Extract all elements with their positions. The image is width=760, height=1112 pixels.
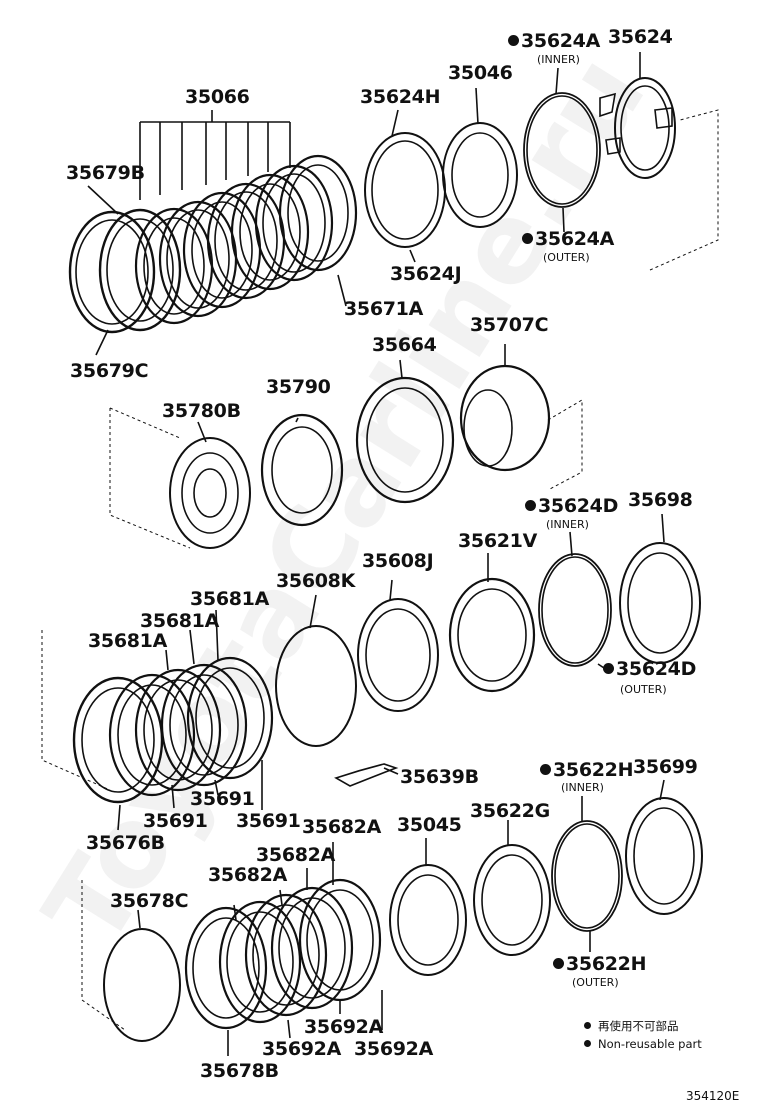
part-label-35624[interactable]: 35624 (608, 26, 673, 48)
drum-35621v-drawing (448, 553, 536, 693)
o-ring-35624d-drawing (538, 531, 612, 673)
part-label-text: 35622H (553, 759, 634, 781)
part-label-35691[interactable]: 35691 (190, 788, 255, 810)
part-label-35066[interactable]: 35066 (185, 86, 250, 108)
one-way-clutch-35790-drawing (260, 413, 344, 527)
part-label-35679c[interactable]: 35679C (70, 360, 149, 382)
non-reusable-dot-icon (584, 1022, 591, 1029)
non-reusable-dot-icon (603, 663, 614, 674)
part-label-text: 35624D (538, 495, 619, 517)
part-label-35622h-inner[interactable]: 35622H (540, 759, 634, 781)
part-label-35046[interactable]: 35046 (448, 62, 513, 84)
part-label-35639b[interactable]: 35639B (400, 766, 479, 788)
snap-ring-35678c-drawing (103, 909, 181, 1042)
part-label-35692a[interactable]: 35692A (262, 1038, 342, 1060)
legend-japanese: 再使用不可部品 (584, 1019, 679, 1033)
part-label-35621v[interactable]: 35621V (458, 530, 538, 552)
snap-ring-35608k-drawing (275, 594, 357, 747)
part-label-35624h[interactable]: 35624H (360, 86, 441, 108)
part-label-35790[interactable]: 35790 (266, 376, 331, 398)
part-label-35691[interactable]: 35691 (143, 810, 208, 832)
part-label-text: 35622H (566, 953, 647, 975)
legend-english-text: Non-reusable part (598, 1037, 702, 1051)
part-label-35622h-outer[interactable]: 35622H (553, 953, 647, 975)
outer-race-35664-drawing (355, 359, 455, 504)
flange-35707c-drawing (459, 344, 583, 491)
part-label-35707c[interactable]: 35707C (470, 314, 549, 336)
inner-note: (INNER) (561, 781, 604, 794)
part-label-35682a[interactable]: 35682A (208, 864, 288, 886)
part-label-35624j[interactable]: 35624J (390, 263, 462, 285)
part-label-35045[interactable]: 35045 (397, 814, 462, 836)
part-label-35608j[interactable]: 35608J (362, 550, 434, 572)
part-label-35682a[interactable]: 35682A (302, 816, 382, 838)
o-ring-35624a-drawing (523, 67, 601, 233)
piston-35622g-drawing (473, 820, 551, 956)
part-label-35681a[interactable]: 35681A (190, 588, 270, 610)
clutch-pack-35066-drawing (68, 110, 358, 356)
spring-35639b-drawing (334, 763, 399, 787)
non-reusable-dot-icon (584, 1040, 591, 1047)
part-label-35676b[interactable]: 35676B (86, 832, 165, 854)
part-label-35682a[interactable]: 35682A (256, 844, 336, 866)
part-label-35664[interactable]: 35664 (372, 334, 437, 356)
legend-english: Non-reusable part (584, 1037, 702, 1051)
part-label-text: 35624D (616, 658, 697, 680)
part-label-35622g[interactable]: 35622G (470, 800, 550, 822)
bearing-35780b-drawing (109, 407, 251, 549)
part-label-35624d-inner[interactable]: 35624D (525, 497, 618, 516)
part-label-35681a[interactable]: 35681A (88, 630, 168, 652)
piston-35624-drawing (599, 52, 719, 271)
non-reusable-dot-icon (525, 500, 536, 511)
part-label-35691[interactable]: 35691 (236, 810, 301, 832)
part-label-35678c[interactable]: 35678C (110, 890, 189, 912)
clutch-pack-35682a-drawing (81, 842, 383, 1056)
part-label-35624d-outer[interactable]: 35624D (603, 660, 696, 679)
non-reusable-dot-icon (508, 35, 519, 46)
part-label-35780b[interactable]: 35780B (162, 400, 241, 422)
hub-35608j-drawing (357, 579, 439, 712)
part-label-35692a[interactable]: 35692A (354, 1038, 434, 1060)
outer-note: (OUTER) (620, 683, 667, 696)
non-reusable-dot-icon (522, 233, 533, 244)
o-ring-35622h-drawing (551, 796, 623, 952)
piston-35699-drawing (625, 779, 703, 915)
retainer-35045-drawing (389, 838, 467, 976)
part-label-35624a-inner[interactable]: 35624A (508, 32, 600, 51)
inner-note: (INNER) (546, 518, 589, 531)
non-reusable-dot-icon (553, 958, 564, 969)
clutch-pack-35681a-drawing (41, 609, 274, 831)
part-label-35681a[interactable]: 35681A (140, 610, 220, 632)
figure-number: 354120E (686, 1089, 740, 1103)
retainer-35046-drawing (442, 87, 518, 228)
part-label-35671a[interactable]: 35671A (344, 298, 424, 320)
part-label-text: 35624A (521, 30, 601, 52)
non-reusable-dot-icon (540, 764, 551, 775)
part-label-35679b[interactable]: 35679B (66, 162, 145, 184)
part-label-35699[interactable]: 35699 (633, 756, 698, 778)
outer-note: (OUTER) (543, 251, 590, 264)
part-label-text: 35624A (535, 228, 615, 250)
part-label-35692a[interactable]: 35692A (304, 1016, 384, 1038)
legend-japanese-text: 再使用不可部品 (598, 1019, 679, 1033)
part-label-35698[interactable]: 35698 (628, 489, 693, 511)
piston-35698-drawing (619, 513, 701, 664)
part-label-35624a-outer[interactable]: 35624A (522, 230, 614, 249)
outer-note: (OUTER) (572, 976, 619, 989)
inner-note: (INNER) (537, 53, 580, 66)
part-label-35678b[interactable]: 35678B (200, 1060, 279, 1082)
part-label-35608k[interactable]: 35608K (276, 570, 356, 592)
